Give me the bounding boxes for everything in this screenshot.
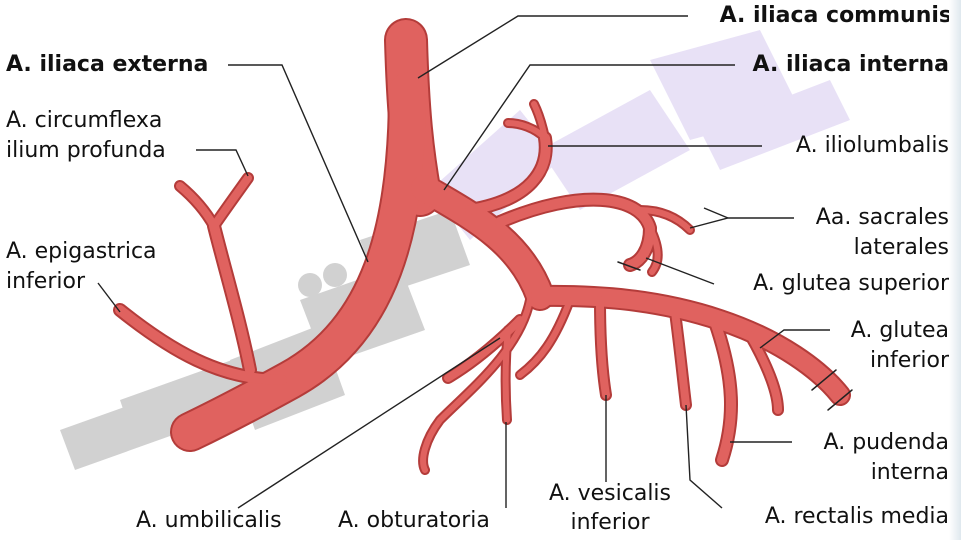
label-vesicalis-line1: A. vesicalis (548, 481, 672, 506)
leader-glutea-inf (759, 329, 830, 349)
label-epigastrica-line2: inferior (6, 269, 85, 294)
label-iliaca-externa: A. iliaca externa (6, 52, 209, 77)
leader-umbilicalis (237, 337, 501, 509)
label-glutea-inferior-line1: A. glutea (850, 318, 949, 343)
leader-glutea-sup (645, 257, 715, 285)
cut-mark (617, 261, 641, 271)
label-glutea-superior: A. glutea superior (753, 271, 949, 296)
label-pudenda-line1: A. pudenda (823, 430, 949, 455)
label-umbilicalis: A. umbilicalis (136, 508, 282, 533)
label-vesicalis-line2: inferior (570, 510, 650, 535)
label-iliaca-communis: A. iliaca communis (719, 3, 952, 28)
label-rectalis-media: A. rectalis media (764, 504, 949, 529)
leader-sacrales-a (689, 217, 794, 229)
page-edge-shadow (949, 0, 961, 540)
leader-circumflexa (196, 149, 249, 177)
label-iliaca-interna: A. iliaca interna (752, 52, 949, 77)
label-epigastrica-line1: A. epigastrica (6, 239, 157, 264)
label-pudenda-line2: interna (870, 460, 949, 485)
cut-mark (827, 389, 853, 411)
label-glutea-inferior-line2: inferior (870, 348, 949, 373)
label-sacrales-line2: laterales (853, 235, 949, 260)
leader-interna (443, 64, 735, 191)
arteries (113, 18, 853, 475)
cut-mark (811, 369, 837, 391)
label-iliolumbalis: A. iliolumbalis (795, 133, 949, 158)
leader-rectalis (685, 404, 723, 509)
label-circumflexa-line2: ilium profunda (6, 138, 166, 163)
leader-externa (228, 64, 369, 263)
label-obturatoria: A. obturatoria (338, 508, 490, 533)
label-sacrales-line1: Aa. sacrales (815, 205, 949, 230)
label-circumflexa-line1: A. circumflexa (6, 108, 163, 133)
leader-communis (417, 15, 688, 79)
leader-lines (97, 15, 830, 509)
leader-sacrales-b (703, 207, 729, 219)
leader-epigastrica (97, 282, 121, 313)
